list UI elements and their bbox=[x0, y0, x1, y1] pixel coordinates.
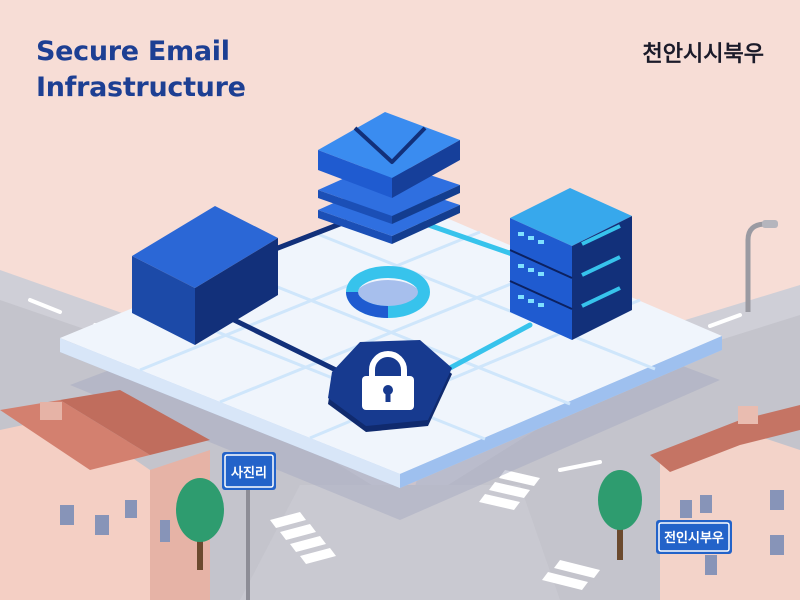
street-sign-post: 사진리 bbox=[222, 452, 276, 600]
right-building: 전인시부우 bbox=[650, 405, 800, 600]
title-line-1: Secure Email bbox=[36, 36, 230, 67]
email-stack-icon bbox=[318, 112, 460, 244]
server-rack-icon bbox=[509, 188, 632, 340]
left-street-sign-text: 사진리 bbox=[231, 465, 267, 481]
padlock-icon bbox=[328, 340, 452, 432]
region-label: 천안시시북우 bbox=[642, 42, 764, 67]
page-title: Secure Email Infrastructure bbox=[36, 34, 246, 106]
street-lamp-icon bbox=[745, 220, 778, 312]
title-line-2: Infrastructure bbox=[36, 72, 246, 103]
left-building bbox=[0, 390, 210, 600]
donut-ring-icon bbox=[346, 266, 430, 318]
right-building-sign-text: 전인시부우 bbox=[664, 530, 724, 546]
left-tree bbox=[176, 478, 224, 570]
right-tree bbox=[598, 470, 642, 560]
storage-cube-icon bbox=[132, 206, 278, 345]
